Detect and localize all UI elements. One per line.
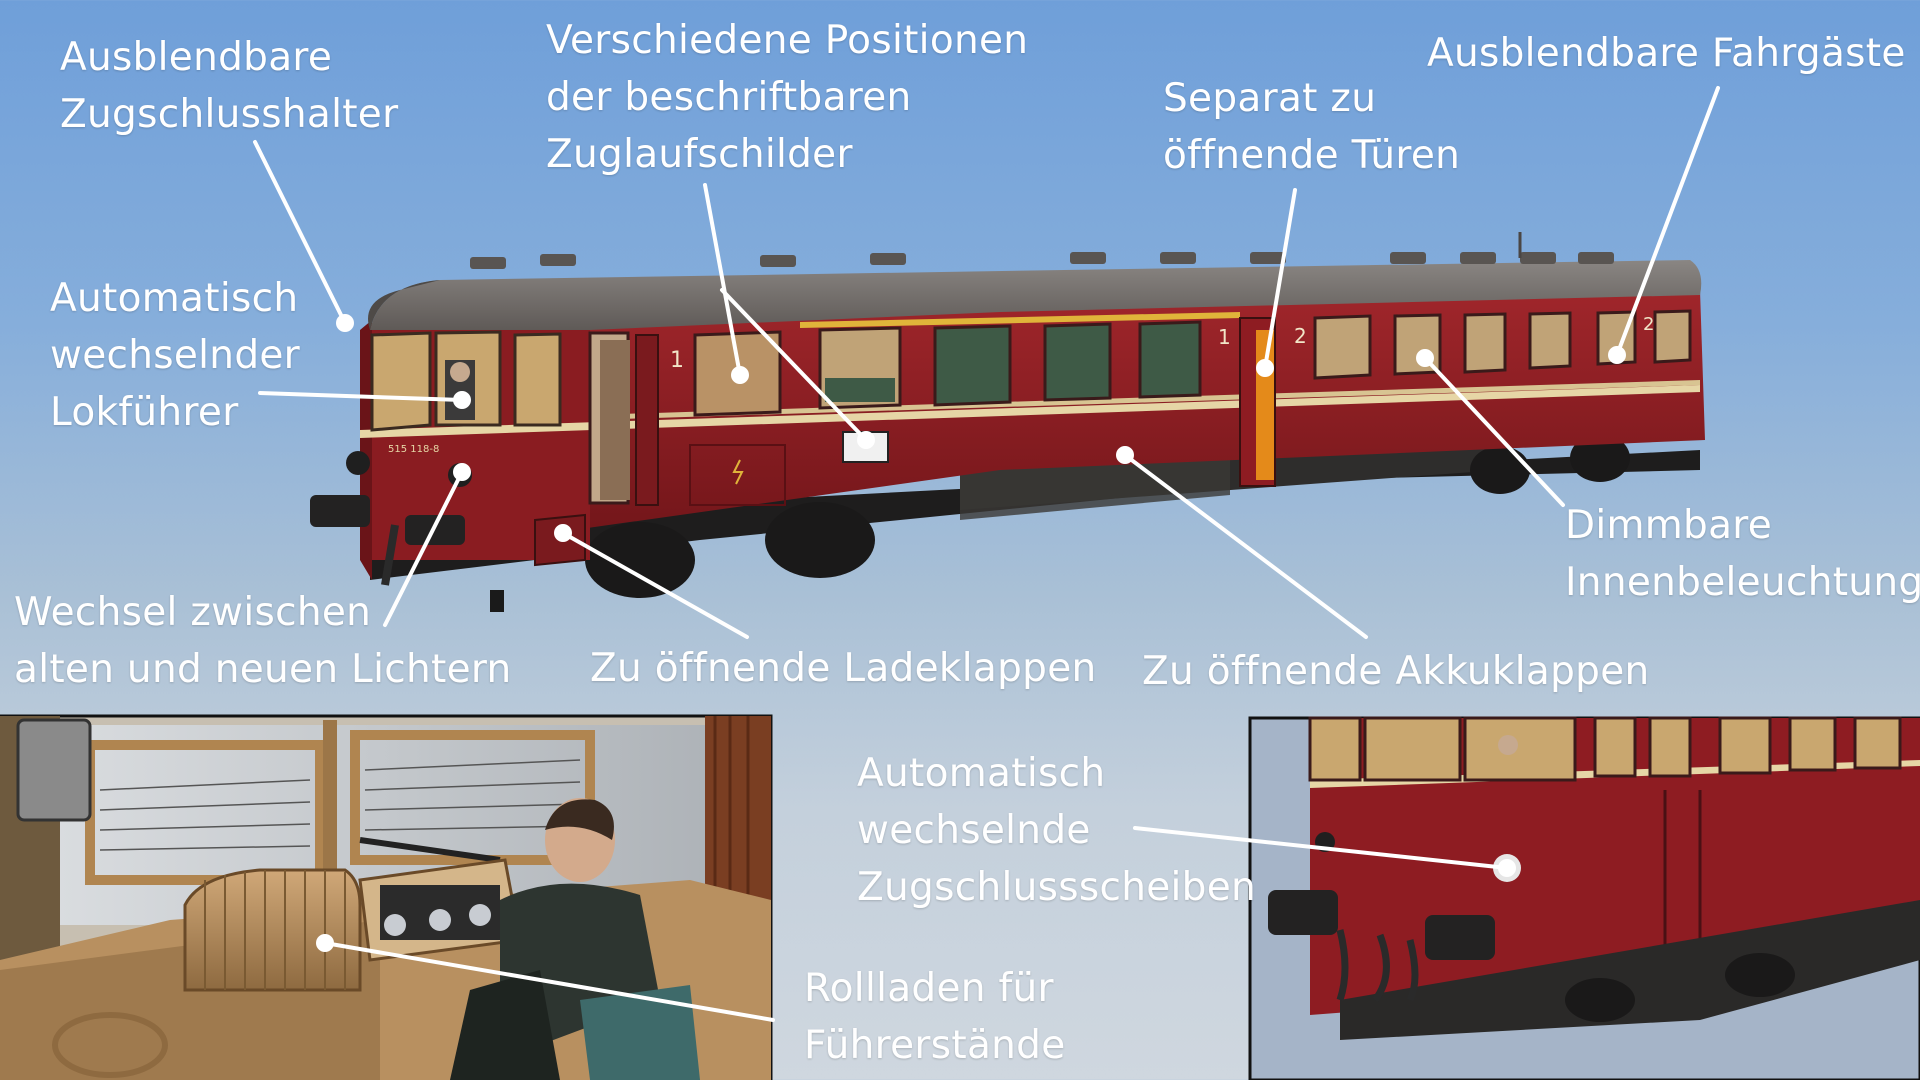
- cab-interior-inset: [0, 714, 773, 1080]
- class-number: 2: [1643, 314, 1654, 335]
- label-line: Rollladen für: [804, 966, 1054, 1011]
- label-line: Separat zu: [1163, 76, 1377, 121]
- label-line: Verschiedene Positionen: [546, 18, 1029, 63]
- annotation-lines: [253, 86, 1720, 1022]
- label-fahrgaeste: Ausblendbare Fahrgäste: [1427, 25, 1906, 82]
- label-lokfuehrer: Automatisch wechselnder Lokführer: [50, 270, 300, 441]
- class-number: 1: [670, 348, 684, 373]
- label-innenbeleuchtung: Dimmbare Innenbeleuchtung: [1565, 497, 1920, 611]
- label-akkuklappen: Zu öffnende Akkuklappen: [1142, 643, 1650, 700]
- label-line: Wechsel zwischen: [14, 590, 372, 635]
- label-line: Automatisch: [50, 276, 299, 321]
- label-line: Ausblendbare Fahrgäste: [1427, 31, 1906, 76]
- label-line: Automatisch: [857, 751, 1106, 796]
- label-ladeklappen: Zu öffnende Ladeklappen: [590, 640, 1097, 697]
- label-line: öffnende Türen: [1163, 133, 1461, 178]
- label-line: Ausblendbare: [60, 35, 333, 80]
- front-detail-inset: [1248, 716, 1920, 1080]
- class-number: 1: [1218, 325, 1231, 349]
- label-line: Zu öffnende Akkuklappen: [1142, 649, 1650, 694]
- label-zuglaufschilder-positionen: Verschiedene Positionen der beschriftbar…: [546, 12, 1028, 183]
- label-line: Zu öffnende Ladeklappen: [590, 646, 1097, 691]
- label-line: wechselnder: [50, 333, 301, 378]
- label-line: Zuglaufschilder: [546, 132, 853, 177]
- label-line: Zugschlussscheiben: [857, 865, 1257, 910]
- railcar-main: 1 1 2 2 515 118-8: [310, 232, 1705, 612]
- label-line: der beschriftbaren: [546, 75, 912, 120]
- label-zugschlusshalter: Ausblendbare Zugschlusshalter: [60, 29, 398, 143]
- label-line: Dimmbare: [1565, 503, 1773, 548]
- number-plate: 515 118-8: [388, 444, 439, 455]
- label-lichter: Wechsel zwischen alten und neuen Lichter…: [14, 584, 512, 698]
- label-line: Innenbeleuchtung: [1565, 560, 1920, 605]
- label-line: Führerstände: [804, 1023, 1066, 1068]
- label-tueren: Separat zu öffnende Türen: [1163, 70, 1460, 184]
- label-line: wechselnde: [857, 808, 1091, 853]
- label-line: Zugschlusshalter: [60, 92, 399, 137]
- label-rollladen: Rollladen für Führerstände: [804, 960, 1066, 1074]
- class-number: 2: [1294, 324, 1307, 348]
- label-line: alten und neuen Lichtern: [14, 647, 512, 692]
- label-line: Lokführer: [50, 390, 239, 435]
- label-zugschlussscheiben: Automatisch wechselnde Zugschlussscheibe…: [857, 745, 1256, 916]
